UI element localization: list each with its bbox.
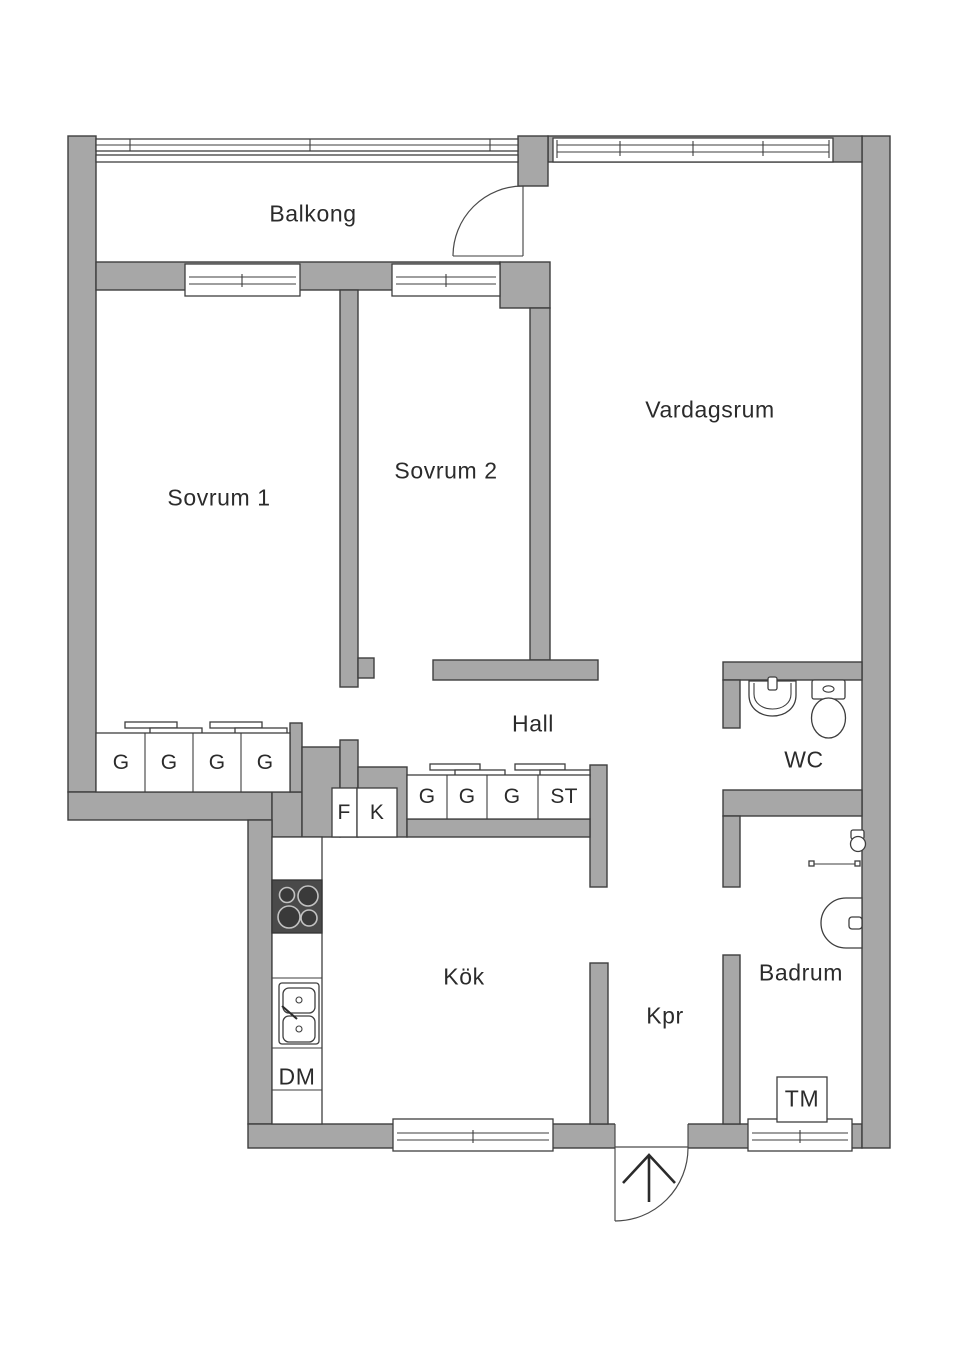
window-sovrum1 — [184, 263, 301, 297]
wall-segment — [289, 722, 303, 793]
wall-segment — [722, 789, 863, 817]
window-badrum — [747, 1118, 853, 1152]
wardrobe-label: G — [208, 751, 226, 774]
freezer-box — [331, 787, 358, 838]
room-label-balkong: Balkong — [269, 200, 357, 227]
balcony-railing — [95, 138, 519, 163]
toilet-icon — [810, 679, 847, 739]
room-label-badrum: Badrum — [758, 959, 844, 986]
wardrobe-label: G — [112, 751, 130, 774]
entrance-door — [614, 1122, 689, 1222]
wall-segment — [432, 659, 599, 681]
window-sovrum2 — [391, 263, 501, 297]
wall-segment — [722, 954, 741, 1125]
wall-segment — [861, 135, 891, 1149]
room-label-vardagsrum: Vardagsrum — [645, 396, 775, 423]
wardrobe-row-sovrum1 — [95, 721, 291, 793]
stove-icon — [271, 879, 323, 934]
room-label-kpr: Kpr — [646, 1002, 684, 1029]
wall-segment — [357, 657, 375, 679]
room-label-wc: WC — [784, 746, 824, 773]
wardrobe-label: G — [256, 751, 274, 774]
storage-label: ST — [550, 785, 578, 808]
wall-segment — [499, 261, 551, 309]
wc-sink-icon — [748, 676, 797, 717]
wall-segment — [589, 962, 609, 1125]
washing-machine-box — [776, 1076, 828, 1123]
wardrobe-label: G — [503, 785, 521, 808]
wall-segment — [529, 307, 551, 661]
wall-segment — [517, 135, 549, 187]
freezer-label: F — [337, 801, 351, 824]
window-kok — [392, 1118, 554, 1152]
balcony-door — [452, 185, 524, 257]
wall-segment — [406, 818, 591, 838]
wall-segment — [67, 135, 97, 793]
shower-rail — [808, 860, 861, 867]
wardrobe-label: G — [418, 785, 436, 808]
wardrobe-row-hall — [406, 763, 591, 820]
wardrobe-label: G — [458, 785, 476, 808]
kitchen-sink-icon — [278, 982, 320, 1045]
room-label-hall: Hall — [511, 710, 555, 737]
room-label-sovrum1: Sovrum 1 — [167, 484, 271, 511]
fridge-label: K — [369, 801, 385, 824]
window-vardagsrum — [552, 137, 834, 163]
entrance-door-swing-arc — [614, 1147, 689, 1222]
washing-machine-label: TM — [784, 1085, 820, 1112]
wall-segment — [271, 791, 303, 838]
wall-segment — [722, 815, 741, 888]
wall-segment — [722, 679, 741, 729]
dishwasher-label: DM — [278, 1063, 316, 1090]
shower-mixer-icon — [849, 829, 867, 853]
entrance-arrow-icon — [622, 1153, 676, 1202]
wall-segment — [589, 764, 608, 888]
fridge-box — [356, 787, 398, 838]
wall-segment — [339, 289, 359, 688]
wall-segment — [247, 819, 273, 1125]
balcony-door-swing-arc — [452, 185, 524, 257]
wall-segment — [722, 661, 863, 681]
room-label-kok: Kök — [443, 963, 485, 990]
room-label-sovrum2: Sovrum 2 — [394, 457, 498, 484]
wall-segment — [67, 791, 273, 821]
wardrobe-label: G — [160, 751, 178, 774]
bathroom-sink-icon — [820, 897, 863, 949]
